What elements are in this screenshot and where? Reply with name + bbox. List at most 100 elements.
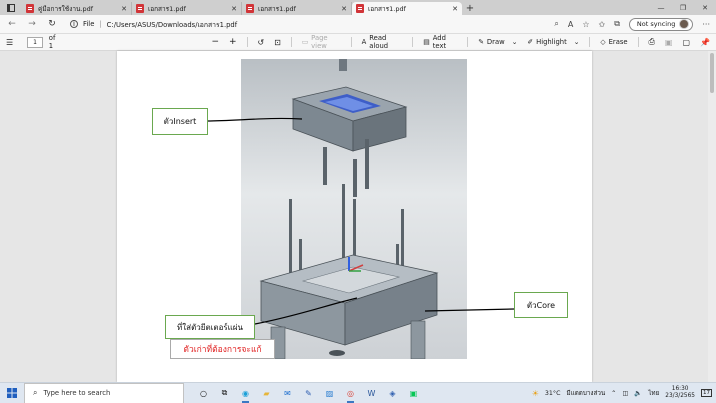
cad-app-icon[interactable]: ◈ bbox=[389, 388, 396, 398]
info-icon[interactable]: i bbox=[70, 20, 78, 28]
cortana-icon[interactable]: ○ bbox=[200, 388, 207, 398]
more-menu-icon[interactable]: ··· bbox=[702, 19, 710, 29]
refresh-icon[interactable]: ↻ bbox=[48, 19, 56, 29]
forward-icon[interactable]: → bbox=[28, 19, 36, 29]
zoom-in-icon[interactable]: + bbox=[229, 37, 237, 47]
network-icon[interactable]: ◫ bbox=[622, 389, 629, 397]
clock-time: 16:30 bbox=[671, 386, 689, 392]
add-text-button[interactable]: ▤Add text bbox=[423, 34, 457, 50]
start-button[interactable] bbox=[0, 388, 24, 398]
pdf-icon bbox=[26, 4, 34, 13]
close-tab-icon[interactable]: ✕ bbox=[231, 4, 237, 13]
tab-actions-menu[interactable] bbox=[0, 0, 22, 15]
windows-logo-icon bbox=[7, 388, 17, 398]
volume-icon[interactable]: 🔈 bbox=[634, 390, 643, 397]
document-viewport: ตัวInsert ตัวCore ที่ใส่ตัวยีตเตอร์แผ่น … bbox=[0, 51, 716, 382]
sync-label: Not syncing bbox=[636, 20, 676, 28]
address-bar-actions: ⌕ A ☆ ✩ ⧉ Not syncing ··· bbox=[554, 17, 710, 31]
divider bbox=[412, 37, 414, 47]
divider bbox=[467, 37, 469, 47]
address-bar: ← → ↻ i File | C:/Users/ASUS/Downloads/เ… bbox=[0, 15, 716, 34]
tab-strip: คู่มือการใช้งาน.pdf ✕ เอกสาร1.pdf ✕ เอกส… bbox=[0, 0, 716, 15]
erase-button[interactable]: ◇Erase bbox=[600, 38, 627, 46]
save-icon[interactable]: ▣ bbox=[664, 37, 673, 47]
draw-icon: ✎ bbox=[478, 38, 484, 46]
notification-icon[interactable]: 17 bbox=[701, 389, 712, 397]
chevron-down-icon[interactable]: ⌄ bbox=[573, 38, 580, 46]
zoom-out-icon[interactable]: − bbox=[211, 37, 219, 47]
search-icon: ⌕ bbox=[33, 388, 38, 397]
pin-toolbar-icon[interactable]: 📌 bbox=[700, 37, 710, 47]
weather-desc[interactable]: มีแดดบางส่วน bbox=[566, 390, 606, 397]
divider bbox=[350, 37, 352, 47]
print-icon[interactable]: ⎙ bbox=[648, 37, 655, 46]
pdf-icon bbox=[246, 4, 254, 13]
favorite-star-icon[interactable]: ☆ bbox=[582, 19, 590, 29]
collections-icon[interactable]: ⧉ bbox=[614, 19, 620, 28]
tab-title: เอกสาร1.pdf bbox=[258, 4, 296, 13]
word-icon[interactable]: W bbox=[367, 388, 376, 398]
taskbar-apps: ○ ⧉ ◉ ▰ ✉ ✎ ▨ ◎ W ◈ ▣ bbox=[196, 386, 421, 403]
page-total: of 1 bbox=[48, 34, 56, 50]
top-pin bbox=[339, 59, 347, 71]
photos-icon[interactable]: ▨ bbox=[325, 388, 334, 398]
new-tab-button[interactable]: + bbox=[465, 3, 475, 14]
close-tab-icon[interactable]: ✕ bbox=[121, 4, 127, 13]
maximize-icon[interactable]: ❐ bbox=[679, 3, 687, 12]
draw-button[interactable]: ✎Draw⌄ bbox=[478, 38, 517, 46]
read-aloud-icon[interactable]: A bbox=[567, 19, 574, 29]
page-view-button[interactable]: ▭Page view bbox=[302, 34, 341, 50]
ejector-pin bbox=[289, 199, 292, 274]
mail-icon[interactable]: ✉ bbox=[284, 388, 291, 398]
tab-title: คู่มือการใช้งาน.pdf bbox=[38, 4, 94, 13]
tab-2[interactable]: เอกสาร1.pdf ✕ bbox=[132, 2, 242, 15]
chevron-up-icon[interactable]: ⌃ bbox=[611, 389, 617, 397]
chevron-down-icon[interactable]: ⌄ bbox=[511, 38, 518, 46]
save-as-icon[interactable]: ▢ bbox=[682, 37, 691, 47]
edge-icon[interactable]: ◉ bbox=[238, 386, 253, 403]
close-tab-icon[interactable]: ✕ bbox=[341, 4, 347, 13]
ejector-pin bbox=[396, 244, 399, 279]
back-icon[interactable]: ← bbox=[8, 19, 16, 29]
add-text-icon: ▤ bbox=[423, 38, 430, 46]
callout-core: ตัวCore bbox=[514, 292, 568, 318]
taskbar-search-box[interactable]: ⌕ Type here to search bbox=[24, 382, 184, 403]
url-separator: | bbox=[99, 20, 102, 28]
fit-page-icon[interactable]: ⊡ bbox=[274, 37, 281, 47]
weather-icon[interactable]: ☀ bbox=[531, 388, 539, 398]
rotate-icon[interactable]: ↺ bbox=[257, 37, 265, 47]
pen-app-icon[interactable]: ✎ bbox=[305, 388, 312, 398]
divider bbox=[637, 37, 639, 47]
keyboard-lang[interactable]: ไทย bbox=[648, 390, 660, 397]
favorites-icon[interactable]: ✩ bbox=[598, 19, 606, 29]
close-window-icon[interactable]: ✕ bbox=[702, 3, 708, 12]
sync-button[interactable]: Not syncing bbox=[628, 17, 694, 31]
url-field[interactable]: i File | C:/Users/ASUS/Downloads/เอกสาร1… bbox=[66, 17, 546, 31]
page-number-input[interactable]: 1 bbox=[27, 36, 43, 48]
vertical-scrollbar[interactable] bbox=[708, 51, 716, 382]
erase-label: Erase bbox=[608, 38, 628, 46]
contents-icon[interactable]: ☰ bbox=[6, 37, 14, 47]
leader-pin bbox=[410, 320, 426, 359]
zoom-icon[interactable]: ⌕ bbox=[554, 19, 559, 28]
clock[interactable]: 16:30 23/3/2565 bbox=[665, 386, 695, 400]
mold-illustration bbox=[259, 59, 439, 359]
scrollbar-thumb[interactable] bbox=[710, 53, 714, 93]
task-view-icon[interactable]: ⧉ bbox=[221, 388, 228, 397]
core-pocket bbox=[301, 266, 401, 294]
weather-temp[interactable]: 31°C bbox=[544, 389, 561, 397]
line-app-icon[interactable]: ▣ bbox=[409, 388, 418, 398]
tab-3[interactable]: เอกสาร1.pdf ✕ bbox=[242, 2, 352, 15]
tab-actions-icon bbox=[7, 3, 15, 12]
file-explorer-icon[interactable]: ▰ bbox=[263, 388, 270, 398]
tab-4-active[interactable]: เอกสาร1.pdf ✕ bbox=[352, 2, 462, 15]
minimize-icon[interactable]: — bbox=[657, 3, 665, 12]
callout-item-to-fix: ตัวเก่าที่ต้องการจะแก้ bbox=[170, 339, 275, 359]
insert-cavity-inner bbox=[325, 97, 373, 111]
tab-1[interactable]: คู่มือการใช้งาน.pdf ✕ bbox=[22, 2, 132, 15]
close-tab-icon[interactable]: ✕ bbox=[452, 4, 458, 13]
highlight-button[interactable]: ✐Highlight⌄ bbox=[527, 38, 579, 46]
chrome-icon[interactable]: ◎ bbox=[343, 386, 358, 403]
